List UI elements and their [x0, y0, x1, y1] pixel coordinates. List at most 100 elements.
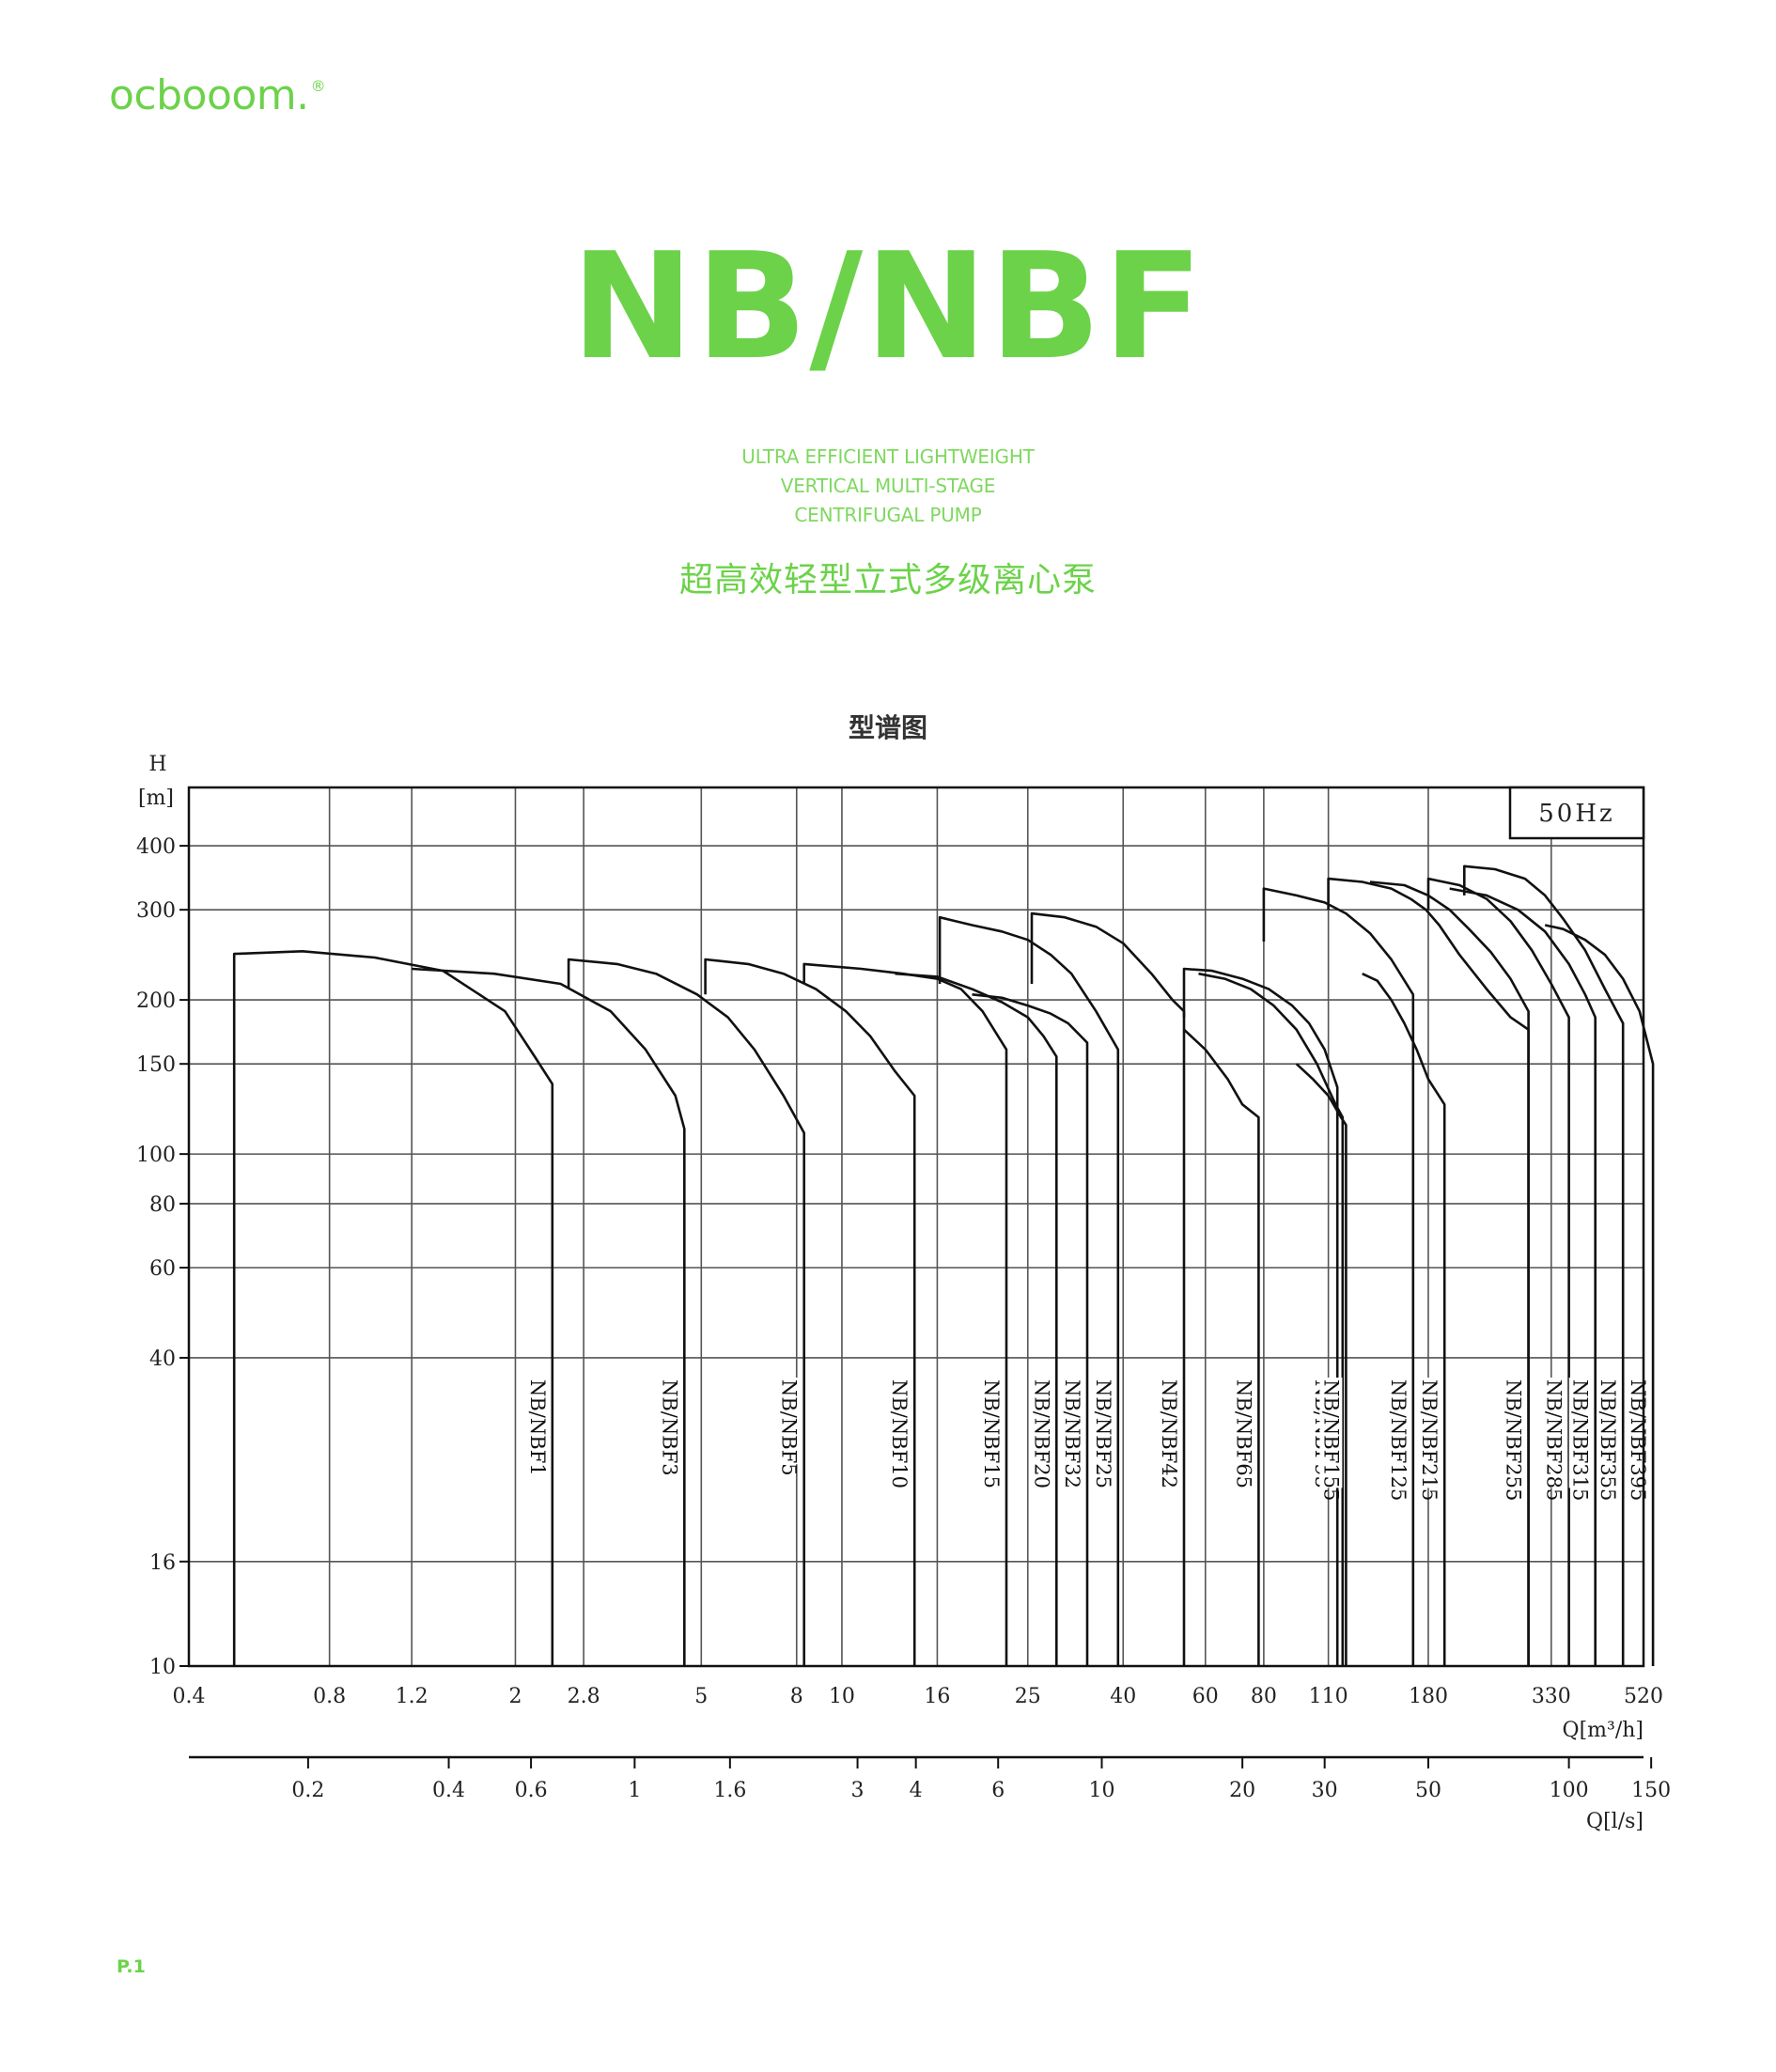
x-tick-label: 2.8: [568, 1685, 600, 1708]
x2-tick-label: 0.4: [432, 1779, 465, 1802]
series-label-bg: [777, 1378, 801, 1465]
grid-lines: [189, 787, 1644, 1666]
series-label-text: NB/NBF10: [888, 1379, 911, 1488]
subtitle-line-2: VERTICAL MULTI-STAGE: [780, 475, 996, 497]
x-tick-label: 60: [1192, 1685, 1219, 1708]
y-axis-label-symbol: H: [148, 753, 166, 776]
series-label: NB/NBF15: [980, 1378, 1003, 1488]
series-label-text: NB/NBF20: [1030, 1379, 1052, 1488]
series-label-bg: [1597, 1378, 1620, 1488]
x2-tick-label: 30: [1312, 1779, 1338, 1802]
y-tick-label: 60: [149, 1257, 176, 1281]
x-tick-label: 10: [829, 1685, 855, 1708]
y-tick-label: 16: [149, 1551, 176, 1575]
series-label-text: NB/NBF25: [1092, 1379, 1114, 1488]
series-label: NB/NBF285: [1542, 1378, 1566, 1501]
x2-tick-label: 20: [1229, 1779, 1255, 1802]
series-label-bg: [888, 1378, 911, 1476]
series-label-bg: [658, 1378, 681, 1465]
series-label-bg: [1386, 1378, 1410, 1488]
series-curve-nb-nbf285: [1426, 877, 1570, 1666]
x-tick-label: 5: [694, 1685, 708, 1708]
series-curve-nb-nbf185: [1327, 877, 1530, 1666]
series-label-text: NB/NBF1: [526, 1379, 549, 1476]
series-label-bg: [1030, 1378, 1053, 1476]
series-curves: [232, 865, 1655, 1666]
x-tick-label: 110: [1309, 1685, 1348, 1708]
series-label-bg: [1319, 1378, 1343, 1488]
series-curve-nb-nbf355: [1463, 865, 1625, 1666]
x2-tick-label: 0.6: [515, 1779, 548, 1802]
series-label-text: NB/NBF65: [1232, 1379, 1254, 1488]
page-number: P.1: [117, 1956, 146, 1977]
series-label: NB/NBF10: [888, 1378, 911, 1488]
x2-tick-label: 6: [991, 1779, 1005, 1802]
series-curve-nb-nbf395: [1544, 924, 1655, 1666]
x-tick-label: 8: [790, 1685, 803, 1708]
series-curve-nb-nbf42: [1030, 911, 1186, 1666]
x2-tick-label: 10: [1088, 1779, 1114, 1802]
series-label-text: NB/NBF255: [1503, 1379, 1525, 1501]
x-tick-label: 80: [1251, 1685, 1277, 1708]
x2-axis-label: Q[l/s]: [1586, 1810, 1644, 1833]
x-tick-label: 25: [1015, 1685, 1041, 1708]
frequency-box: [1508, 786, 1645, 840]
y-tick-label: 40: [149, 1348, 176, 1371]
x-tick-label: 40: [1110, 1685, 1136, 1708]
series-label: NB/NBF25: [1091, 1378, 1114, 1488]
subtitle-chinese: 超高效轻型立式多级离心泵: [678, 561, 1097, 600]
x2-tick-label: 50: [1415, 1779, 1441, 1802]
series-label: NB/NBF315: [1568, 1378, 1592, 1501]
x-tick-label: 1.2: [396, 1685, 428, 1708]
series-curve-nb-nbf255: [1369, 880, 1530, 1666]
y-tick-label: 200: [136, 989, 176, 1013]
series-label-text: NB/NBF125: [1387, 1379, 1410, 1501]
series-curve-nb-nbf95: [1182, 967, 1339, 1666]
plot-frame: [187, 786, 1645, 1668]
series-label: NB/NBF20: [1030, 1378, 1053, 1488]
x-tick-label: 330: [1532, 1685, 1571, 1708]
series-label-bg: [1502, 1378, 1525, 1488]
x-tick-label: 0.4: [173, 1685, 206, 1708]
series-curve-nb-nbf1: [232, 949, 554, 1666]
y-tick-label: 10: [149, 1656, 176, 1679]
x2-tick-label: 1.6: [713, 1779, 746, 1802]
series-label: NB/NBF125: [1386, 1378, 1410, 1501]
y-tick-label: 80: [149, 1193, 176, 1217]
page-title: NB/NBF: [570, 221, 1206, 392]
series-curve-nb-nbf15: [802, 962, 1008, 1666]
series-label-bg: [1158, 1378, 1180, 1476]
series-label-bg: [1232, 1378, 1255, 1476]
series-label-text: NB/NBF3: [658, 1379, 680, 1476]
x-tick-label: 16: [924, 1685, 950, 1708]
series-label: NB/NBF42: [1158, 1378, 1180, 1488]
x2-tick-label: 4: [910, 1779, 923, 1802]
series-curve-nb-nbf85: [1198, 972, 1345, 1666]
y-tick-label: 300: [136, 899, 176, 923]
series-label-bg: [1418, 1378, 1441, 1488]
series-label-bg: [1568, 1378, 1592, 1488]
frequency-label: 50Hz: [1538, 800, 1614, 828]
series-curve-nb-nbf25: [938, 915, 1120, 1666]
series-label-text: NB/NBF32: [1061, 1379, 1083, 1488]
x-tick-label: 2: [508, 1685, 522, 1708]
series-label-text: NB/NBF285: [1543, 1379, 1566, 1501]
y-tick-label: 150: [136, 1053, 176, 1077]
x2-tick-label: 0.2: [291, 1779, 324, 1802]
series-label-bg: [980, 1378, 1003, 1476]
x2-tick-label: 1: [628, 1779, 641, 1802]
series-curve-nb-nbf125: [1262, 887, 1415, 1666]
series-label-text: NB/NBF42: [1158, 1379, 1180, 1488]
series-label: NB/NBF255: [1502, 1378, 1525, 1501]
series-curve-nb-nbf65: [1183, 1028, 1260, 1666]
series-label: NB/NBF155: [1319, 1378, 1343, 1501]
series-label-bg: [525, 1378, 549, 1465]
x2-tick-label: 3: [851, 1779, 865, 1802]
x-tick-label: 180: [1409, 1685, 1448, 1708]
series-label-text: NB/NBF315: [1569, 1379, 1592, 1501]
series-label: NB/NBF215: [1418, 1378, 1441, 1501]
